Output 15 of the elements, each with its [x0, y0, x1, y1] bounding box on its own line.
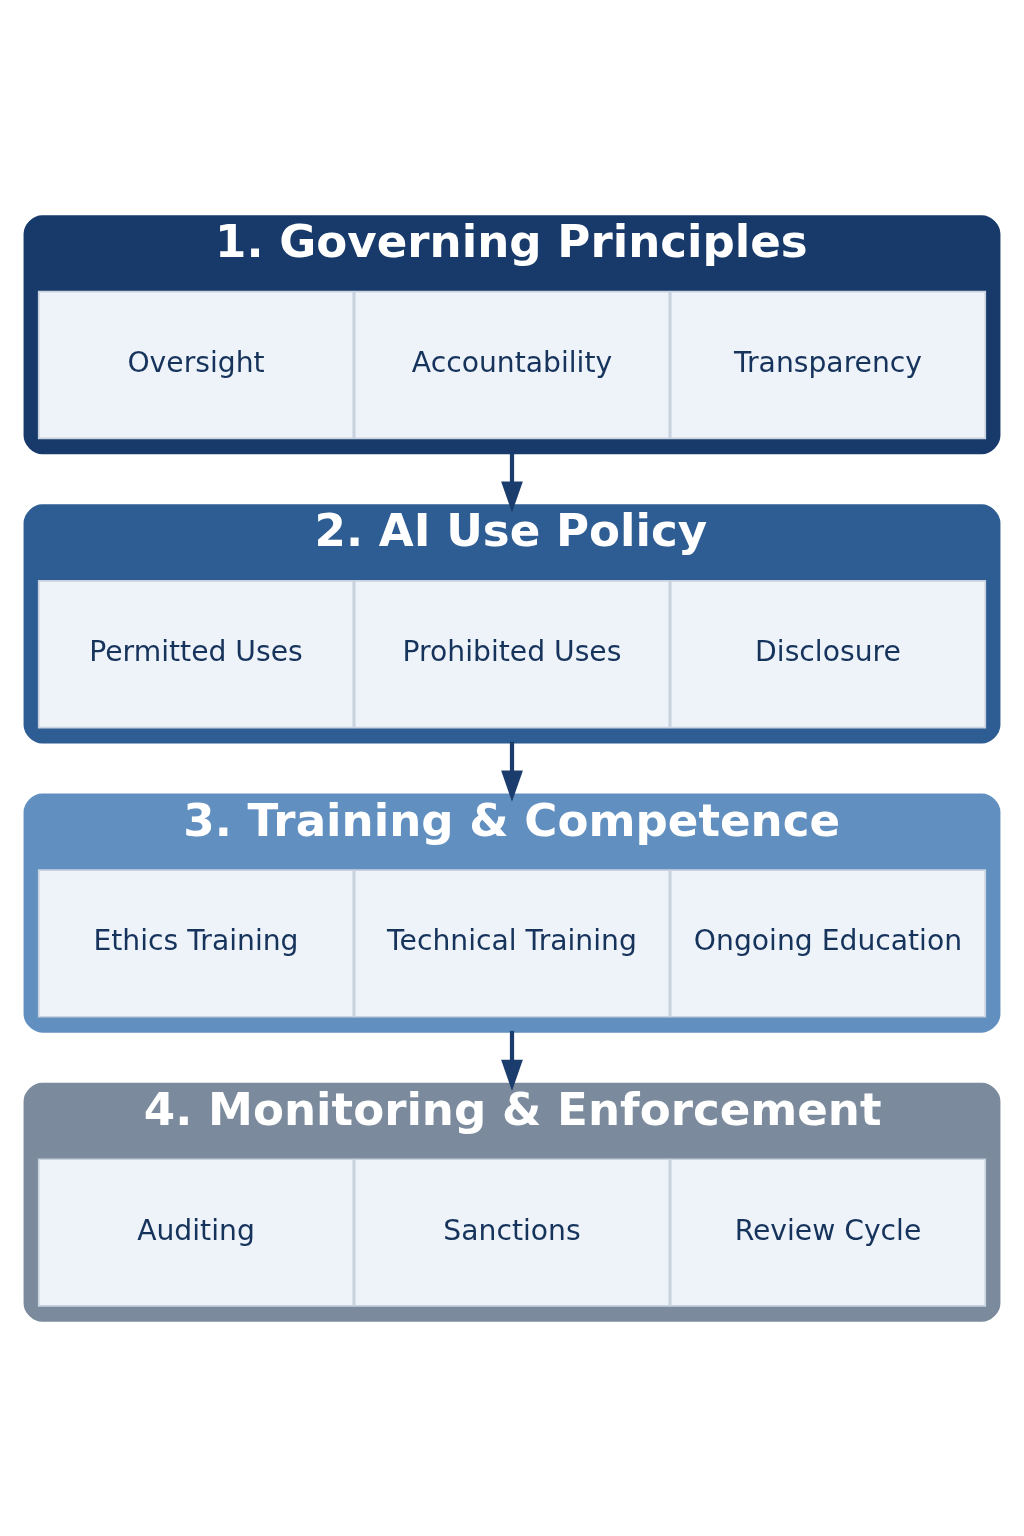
arrow [501, 452, 523, 513]
node-box: Accountability [353, 290, 671, 439]
node-box: Permitted Uses [37, 579, 355, 728]
arrow [501, 741, 523, 802]
node-box: Ongoing Education [669, 868, 987, 1018]
node-box: Auditing [37, 1157, 355, 1307]
node-box: Prohibited Uses [353, 579, 671, 728]
node-box: Technical Training [353, 868, 671, 1018]
arrow [501, 1030, 523, 1091]
node-box: Sanctions [353, 1157, 671, 1307]
node-box: Ethics Training [37, 868, 355, 1018]
node-box: Review Cycle [669, 1157, 987, 1307]
node-box: Transparency [669, 290, 987, 439]
node-box: Disclosure [669, 579, 987, 728]
node-box: Oversight [37, 290, 355, 439]
